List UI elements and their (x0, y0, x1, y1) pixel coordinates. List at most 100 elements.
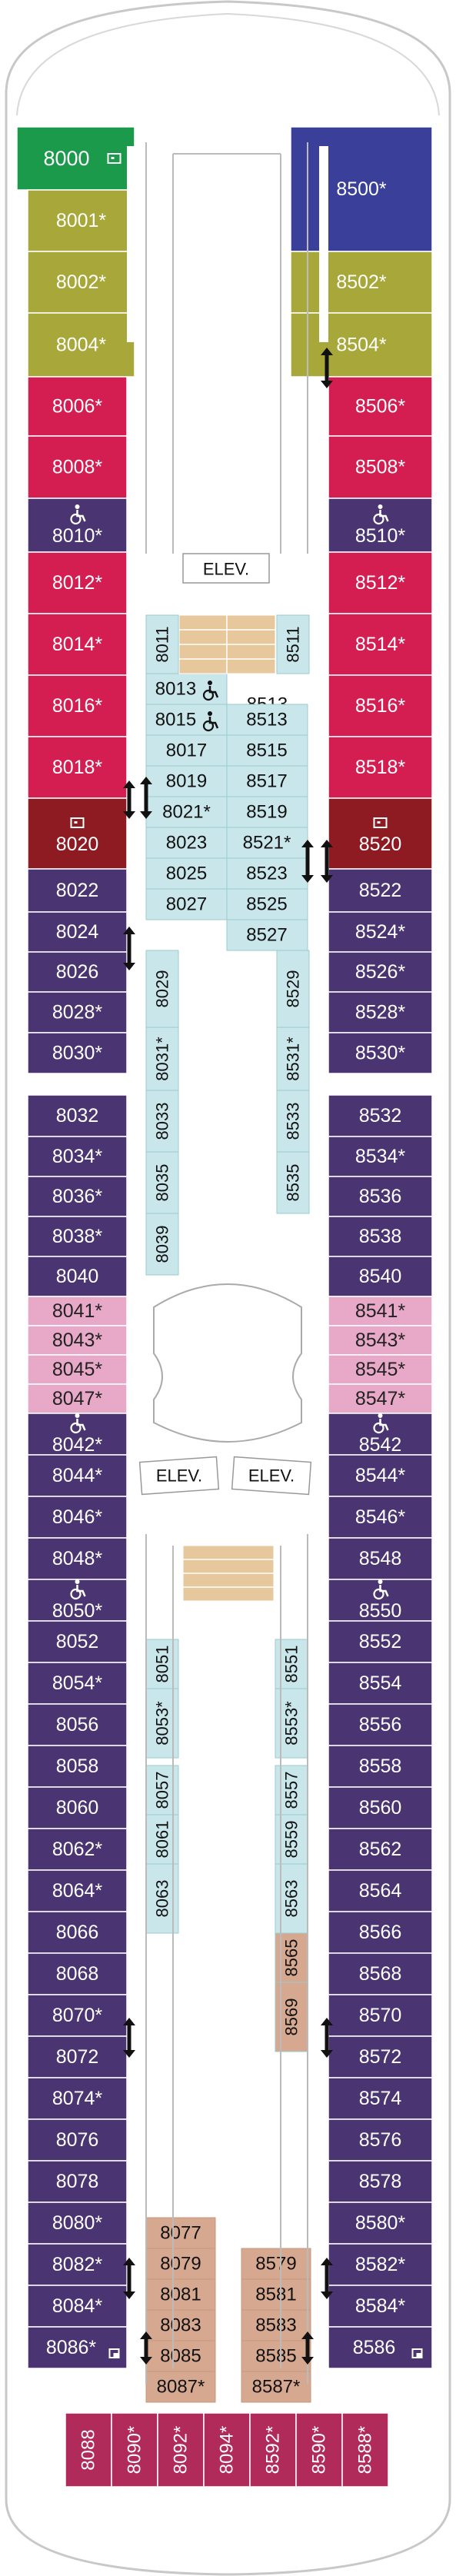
cabin-8518[interactable]: 8518* (328, 736, 433, 799)
cabin-8022[interactable]: 8022 (27, 868, 128, 913)
cabin-8074[interactable]: 8074* (27, 2077, 128, 2120)
cabin-8036[interactable]: 8036* (27, 1176, 128, 1217)
cabin-8580[interactable]: 8580* (328, 2202, 433, 2245)
cabin-8041[interactable]: 8041* (27, 1296, 128, 1326)
cabin-8066[interactable]: 8066 (27, 1911, 128, 1954)
cabin-8564[interactable]: 8564 (328, 1869, 433, 1912)
cabin-8576[interactable]: 8576 (328, 2118, 433, 2162)
cabin-8072[interactable]: 8072 (27, 2035, 128, 2078)
cabin-8028[interactable]: 8028* (27, 991, 128, 1033)
cabin-8512[interactable]: 8512* (328, 551, 433, 614)
cabin-8574[interactable]: 8574 (328, 2077, 433, 2120)
cabin-8579[interactable]: 8579 (241, 2248, 311, 2280)
cabin-8546[interactable]: 8546* (328, 1496, 433, 1539)
cabin-8010[interactable]: 8010* (27, 498, 128, 553)
cabin-8570[interactable]: 8570 (328, 1994, 433, 2037)
cabin-8058[interactable]: 8058 (27, 1745, 128, 1788)
cabin-8016[interactable]: 8016* (27, 674, 128, 737)
cabin-8520[interactable]: 8520 (328, 797, 433, 870)
cabin-8525[interactable]: 8525 (226, 888, 308, 920)
cabin-8090[interactable]: 8090* (111, 2412, 158, 2488)
cabin-8086[interactable]: 8086* (27, 2326, 128, 2369)
cabin-8529[interactable]: 8529 (276, 950, 310, 1028)
cabin-8068[interactable]: 8068 (27, 1952, 128, 1995)
cabin-8588[interactable]: 8588* (341, 2412, 389, 2488)
cabin-8584[interactable]: 8584* (328, 2285, 433, 2328)
cabin-8556[interactable]: 8556 (328, 1703, 433, 1746)
cabin-8542[interactable]: 8542 (328, 1413, 433, 1456)
cabin-8552[interactable]: 8552 (328, 1620, 433, 1663)
cabin-8511[interactable]: 8511 (276, 614, 310, 674)
cabin-8524[interactable]: 8524* (328, 911, 433, 953)
cabin-8590[interactable]: 8590* (295, 2412, 343, 2488)
cabin-8547[interactable]: 8547* (328, 1383, 433, 1414)
cabin-8558[interactable]: 8558 (328, 1745, 433, 1788)
cabin-8054[interactable]: 8054* (27, 1662, 128, 1705)
cabin-8024[interactable]: 8024 (27, 911, 128, 953)
cabin-8038[interactable]: 8038* (27, 1216, 128, 1257)
cabin-8554[interactable]: 8554 (328, 1662, 433, 1705)
cabin-8578[interactable]: 8578 (328, 2160, 433, 2203)
cabin-8534[interactable]: 8534* (328, 1136, 433, 1177)
cabin-8004[interactable]: 8004* (27, 312, 135, 378)
cabin-8513[interactable]: 8513 (226, 704, 308, 736)
cabin-8035[interactable]: 8035 (145, 1151, 179, 1214)
cabin-8047[interactable]: 8047* (27, 1383, 128, 1414)
cabin-8582[interactable]: 8582* (328, 2243, 433, 2286)
cabin-8530[interactable]: 8530* (328, 1032, 433, 1074)
cabin-8545[interactable]: 8545* (328, 1354, 433, 1385)
cabin-8034[interactable]: 8034* (27, 1136, 128, 1177)
cabin-8031[interactable]: 8031* (145, 1027, 179, 1091)
cabin-8526[interactable]: 8526* (328, 951, 433, 993)
cabin-8081[interactable]: 8081 (145, 2278, 216, 2311)
cabin-8078[interactable]: 8078 (27, 2160, 128, 2203)
cabin-8082[interactable]: 8082* (27, 2243, 128, 2286)
cabin-8017[interactable]: 8017 (145, 734, 228, 767)
cabin-8011[interactable]: 8011 (145, 614, 179, 674)
cabin-8592[interactable]: 8592* (249, 2412, 297, 2488)
cabin-8562[interactable]: 8562 (328, 1828, 433, 1871)
cabin-8541[interactable]: 8541* (328, 1296, 433, 1326)
cabin-8523[interactable]: 8523 (226, 857, 308, 890)
cabin-8056[interactable]: 8056 (27, 1703, 128, 1746)
cabin-8080[interactable]: 8080* (27, 2202, 128, 2245)
cabin-8544[interactable]: 8544* (328, 1454, 433, 1497)
cabin-8583[interactable]: 8583 (241, 2309, 311, 2341)
cabin-8094[interactable]: 8094* (203, 2412, 251, 2488)
cabin-8079[interactable]: 8079 (145, 2248, 216, 2280)
cabin-8026[interactable]: 8026 (27, 951, 128, 993)
cabin-8000[interactable]: 8000 (16, 126, 135, 191)
cabin-8001[interactable]: 8001* (27, 189, 135, 252)
cabin-8006[interactable]: 8006* (27, 376, 128, 437)
cabin-8021[interactable]: 8021* (145, 796, 228, 828)
cabin-8504[interactable]: 8504* (290, 312, 433, 378)
cabin-8522[interactable]: 8522 (328, 868, 433, 913)
cabin-8586[interactable]: 8586 (328, 2326, 433, 2369)
cabin-8521[interactable]: 8521* (226, 827, 308, 859)
cabin-8032[interactable]: 8032 (27, 1094, 128, 1137)
cabin-8531[interactable]: 8531* (276, 1027, 310, 1091)
cabin-8516[interactable]: 8516* (328, 674, 433, 737)
cabin-8560[interactable]: 8560 (328, 1786, 433, 1829)
cabin-8533[interactable]: 8533 (276, 1090, 310, 1153)
cabin-8581[interactable]: 8581 (241, 2278, 311, 2311)
cabin-8064[interactable]: 8064* (27, 1869, 128, 1912)
cabin-8088[interactable]: 8088 (65, 2412, 112, 2488)
cabin-8506[interactable]: 8506* (328, 376, 433, 437)
cabin-8076[interactable]: 8076 (27, 2118, 128, 2162)
cabin-8550[interactable]: 8550 (328, 1579, 433, 1622)
cabin-8535[interactable]: 8535 (276, 1151, 310, 1214)
cabin-8527[interactable]: 8527 (226, 919, 308, 951)
cabin-8500[interactable]: 8500* (290, 126, 433, 252)
cabin-8060[interactable]: 8060 (27, 1786, 128, 1829)
cabin-8517[interactable]: 8517 (226, 765, 308, 797)
cabin-8538[interactable]: 8538 (328, 1216, 433, 1257)
cabin-8052[interactable]: 8052 (27, 1620, 128, 1663)
cabin-8585[interactable]: 8585 (241, 2340, 311, 2372)
cabin-8043[interactable]: 8043* (27, 1325, 128, 1356)
cabin-8012[interactable]: 8012* (27, 551, 128, 614)
cabin-8548[interactable]: 8548 (328, 1537, 433, 1580)
cabin-8540[interactable]: 8540 (328, 1256, 433, 1297)
cabin-8015[interactable]: 8015 (145, 704, 228, 736)
cabin-8029[interactable]: 8029 (145, 950, 179, 1028)
